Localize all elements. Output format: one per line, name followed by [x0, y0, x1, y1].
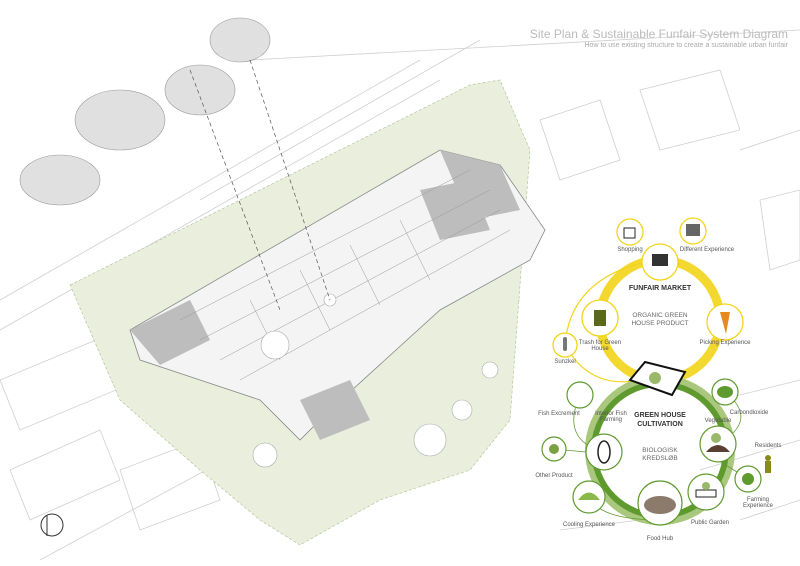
building-grid — [179, 169, 511, 381]
label-trash-for-green-house: Trash for Green House — [578, 340, 622, 352]
label-public-garden: Public Garden — [690, 520, 730, 526]
label-shopping: Shopping — [617, 247, 643, 253]
label-fish-excrement: Fish Excrement — [538, 411, 580, 417]
diagram-subtitle: How to use existing structure to create … — [584, 42, 789, 49]
label-carbondioxide: Carbondioxide — [729, 410, 769, 416]
label-cooling-experience: Cooling Experience — [562, 522, 616, 528]
label-sunzkel: Sunzkel — [554, 359, 576, 365]
greenhouse-center-label: BIOLOGISK KREDSLØB — [642, 447, 678, 462]
label-farming-experience: Farming Experience — [742, 497, 774, 509]
shopping-bag-icon — [616, 218, 644, 246]
context-sketch — [19, 17, 271, 206]
funfair-center-label: ORGANIC GREEN HOUSE PRODUCT — [631, 312, 689, 327]
plant-icon — [566, 381, 594, 409]
label-residents: Residents — [754, 443, 782, 449]
funfair-market-title: FUNFAIR MARKET — [628, 285, 692, 292]
fish-icon — [585, 433, 623, 471]
label-food-hub: Food Hub — [646, 536, 674, 542]
greenhouse-title: GREEN HOUSE CULTIVATION — [634, 412, 686, 428]
label-different-experience: Different Experience — [679, 247, 735, 253]
vegetable-icon — [699, 425, 737, 463]
diagram-title: Site Plan & Sustainable Funfair System D… — [529, 27, 788, 41]
label-other-product: Other Product — [535, 473, 573, 479]
person-icon — [765, 455, 771, 473]
greenhouse-icon — [628, 360, 687, 397]
label-picking-experience: Picking Experience — [699, 340, 751, 346]
tree-circles — [252, 293, 499, 468]
label-interior-fish-farming: Interior Fish Farming — [595, 411, 627, 423]
north-arrow — [40, 513, 64, 537]
label-vegetable: Vegetable — [704, 418, 732, 424]
